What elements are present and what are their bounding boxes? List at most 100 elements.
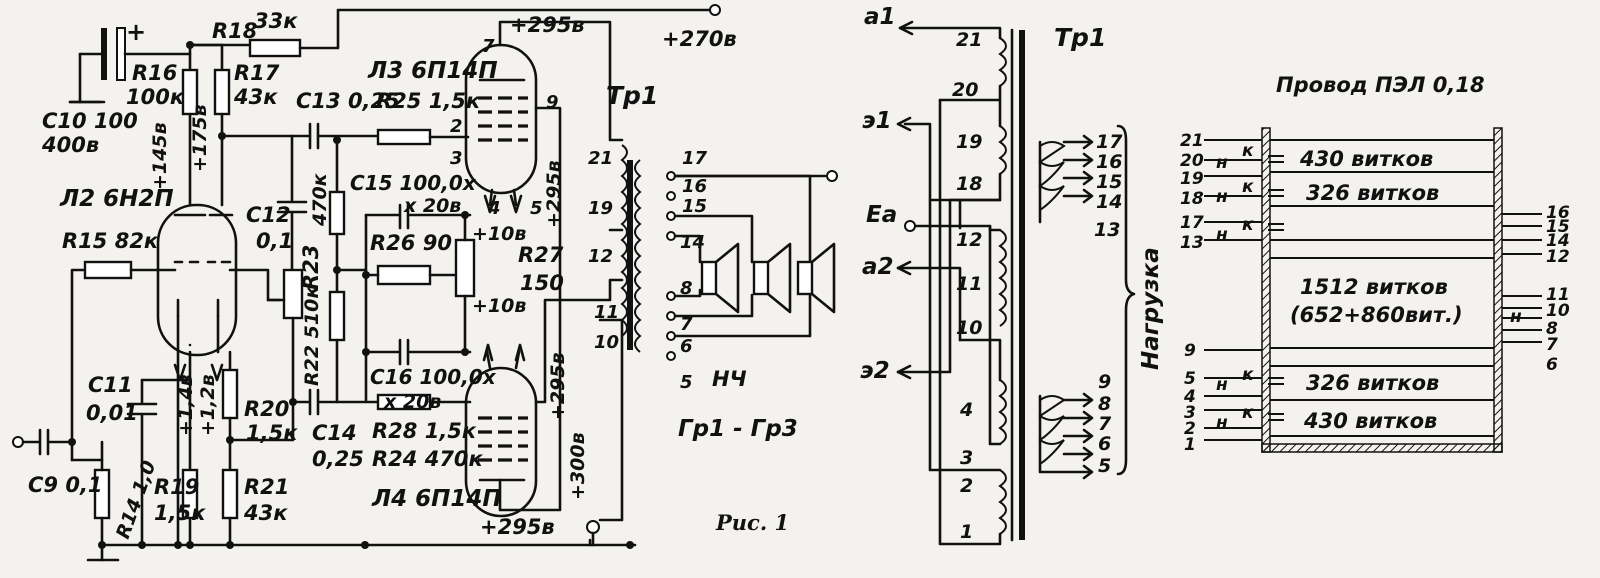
- mid-sec-8: 8: [1098, 393, 1111, 415]
- middle-diagram: Тр1 а1 э1 Еа а2 э2 Нагрузка 21 20 19 18 …: [860, 4, 1164, 546]
- pin-5: 5: [530, 198, 543, 219]
- label-c12: C12: [246, 203, 291, 227]
- rp-2: 2: [1184, 419, 1196, 439]
- tr-pin-11: 11: [594, 302, 619, 323]
- rp-5: 5: [1184, 369, 1196, 389]
- label-295v-a: +295в: [543, 160, 565, 228]
- label-r18-v: 33к: [254, 9, 298, 33]
- mid-sec-16: 16: [1096, 151, 1122, 173]
- label-c11: C11: [88, 373, 133, 397]
- rp-18: 18: [1180, 189, 1204, 209]
- sec-pin-7: 7: [680, 314, 693, 335]
- mid-pin-19: 19: [956, 131, 982, 153]
- mid-label-e2: э2: [860, 358, 890, 384]
- label-295v-b: +295в: [547, 352, 569, 420]
- rp-15: 15: [1546, 217, 1570, 237]
- label-r27-v: 150: [520, 271, 564, 295]
- label-175v: +175в: [189, 104, 211, 172]
- rp-6: 6: [1546, 355, 1558, 375]
- sec-pin-16: 16: [682, 176, 707, 197]
- label-plus: +: [126, 18, 146, 46]
- mid-pin-12: 12: [956, 229, 982, 251]
- rp-k-5: к: [1242, 403, 1254, 423]
- winding-5: 430 витков: [1303, 409, 1437, 433]
- tr-pin-12: 12: [588, 246, 613, 267]
- rp-3: 3: [1184, 403, 1196, 423]
- mid-pin-11: 11: [956, 273, 982, 295]
- mid-pin-21: 21: [956, 29, 982, 51]
- sec-pin-15: 15: [682, 196, 707, 217]
- mid-sec-7: 7: [1098, 413, 1112, 435]
- rp-k-1: к: [1242, 141, 1254, 161]
- mid-pin-4: 4: [959, 399, 973, 421]
- label-r26: R26 90: [370, 231, 452, 255]
- mid-sec-15: 15: [1096, 171, 1122, 193]
- label-r14: R14 1,0: [112, 458, 160, 542]
- rp-n-3: н: [1216, 225, 1228, 245]
- pin-7: 7: [482, 36, 495, 57]
- label-c9: C9 0,1: [28, 473, 103, 497]
- rp-19: 19: [1180, 169, 1204, 189]
- rp-n-5: н: [1216, 413, 1228, 433]
- rp-17: 17: [1180, 213, 1204, 233]
- mid-label-load: Нагрузка: [1138, 247, 1164, 370]
- label-r19: R19: [154, 475, 199, 499]
- label-fig: Рис. 1: [715, 510, 789, 535]
- rp-10: 10: [1546, 301, 1570, 321]
- mid-sec-14: 14: [1096, 191, 1122, 213]
- label-300v: +300в: [567, 432, 589, 500]
- label-c15-v: x 20в: [403, 195, 461, 217]
- left-schematic: C10 100 400в + R16 100к R17 43к R18 33к …: [12, 4, 838, 562]
- label-270v: +270в: [662, 27, 737, 51]
- rp-14: 14: [1546, 231, 1570, 251]
- mid-label-tp1: Тр1: [1054, 23, 1106, 52]
- label-r21: R21: [244, 475, 289, 499]
- label-145v: +145в: [149, 122, 171, 190]
- rp-n-4: н: [1216, 375, 1228, 395]
- label-c15: C15 100,0x: [350, 171, 477, 195]
- mid-label-a1: а1: [864, 4, 896, 30]
- rp-n-2: н: [1216, 187, 1228, 207]
- label-r23: R23: [299, 245, 323, 290]
- label-r20: R20: [244, 397, 289, 421]
- label-r16-v: 100к: [126, 85, 185, 109]
- rp-k-4: к: [1242, 365, 1254, 385]
- label-l4: Л4 6П14П: [371, 486, 502, 512]
- winding-3: 1512 витков: [1300, 275, 1448, 299]
- label-r20-v: 1,5к: [246, 421, 298, 445]
- rp-4: 4: [1183, 387, 1196, 407]
- label-hch: НЧ: [712, 367, 747, 391]
- label-r19-v: 1,5к: [154, 501, 206, 525]
- label-295v-top: +295в: [510, 13, 585, 37]
- label-295v-bot: +295в: [480, 515, 555, 539]
- label-l3: Л3 6П14П: [367, 58, 498, 84]
- label-c12-v: 0,1: [256, 229, 293, 253]
- label-l2: Л2 6Н2П: [59, 186, 174, 212]
- label-c14: C14: [312, 421, 357, 445]
- mid-pin-10: 10: [956, 317, 982, 339]
- rp-n-6: н: [1510, 307, 1522, 327]
- tr-pin-21: 21: [588, 148, 613, 169]
- mid-label-e1: э1: [862, 108, 892, 134]
- sec-pin-14: 14: [680, 232, 705, 253]
- rp-k-2: к: [1242, 177, 1254, 197]
- label-r27: R27: [518, 243, 564, 267]
- label-10v-a: +10в: [472, 223, 526, 245]
- rp-16: 16: [1546, 203, 1570, 223]
- winding-4: 326 витков: [1306, 371, 1439, 395]
- label-c16: C16 100,0x: [370, 365, 497, 389]
- label-c11-v: 0,01: [86, 401, 138, 425]
- label-r21-v: 43к: [243, 501, 288, 525]
- rp-12: 12: [1546, 247, 1570, 267]
- label-c13: C13 0,25: [296, 89, 400, 113]
- rp-20: 20: [1180, 151, 1204, 171]
- label-14v: +1,4в: [175, 374, 197, 436]
- right-diagram: Провод ПЭЛ 0,18 430 витков 326 витков 15…: [1180, 73, 1570, 455]
- label-r25: R25 1,5к: [376, 89, 481, 113]
- tr-pin-10: 10: [594, 332, 619, 353]
- label-c14-v: 0,25: [312, 447, 364, 471]
- mid-pin-18: 18: [956, 173, 982, 195]
- pin-4: 4: [487, 198, 501, 219]
- rp-11: 11: [1546, 285, 1570, 305]
